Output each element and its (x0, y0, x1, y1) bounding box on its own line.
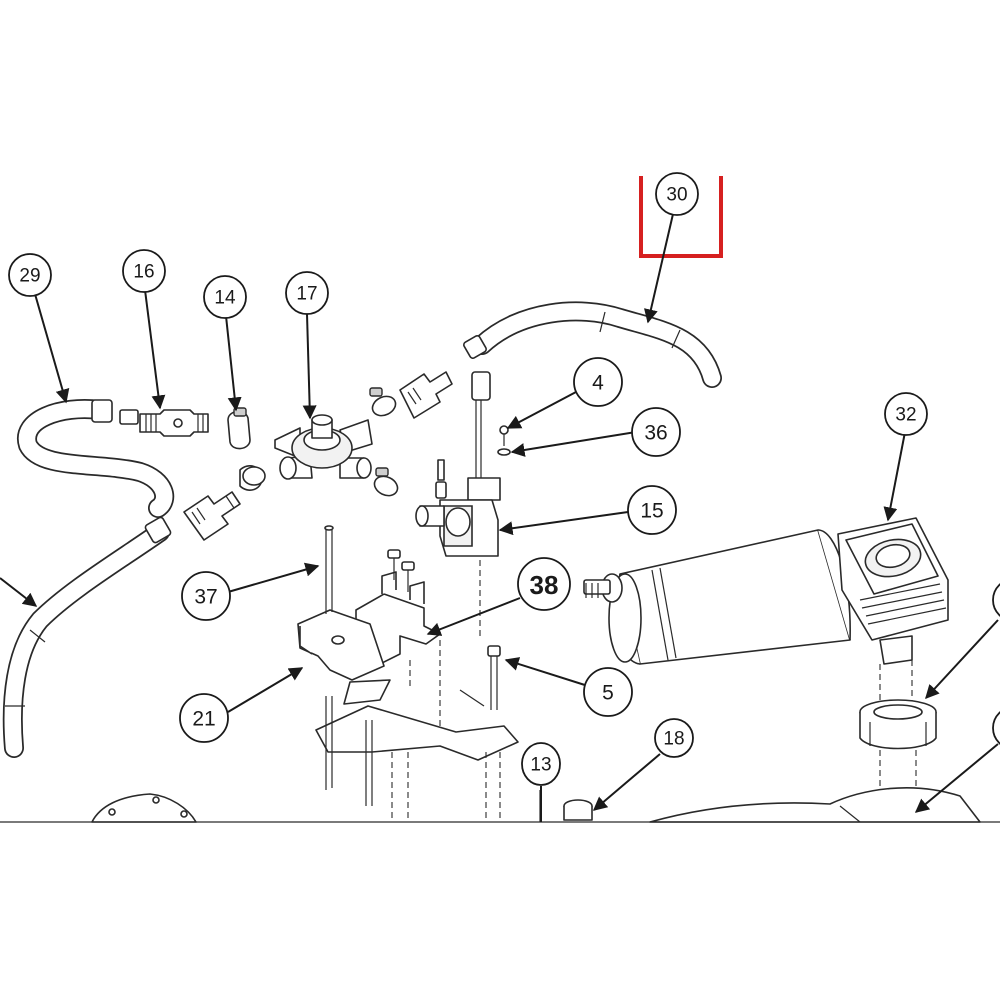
callout-30: 30 (655, 172, 699, 216)
svg-text:32: 32 (895, 405, 916, 426)
hose-29 (17, 399, 175, 518)
callout-partial-right-upper (992, 583, 1000, 617)
svg-text:38: 38 (530, 570, 559, 600)
clamp-14 (227, 407, 251, 450)
callout-5: 5 (583, 667, 633, 717)
leader-lines (0, 213, 999, 822)
washer-36 (497, 448, 511, 456)
callout-15: 15 (627, 485, 677, 535)
fitting-16 (119, 409, 209, 437)
callout-32: 32 (884, 392, 928, 436)
callout-17: 17 (285, 271, 329, 315)
coupling-nut (859, 660, 937, 820)
callout-36: 36 (631, 407, 681, 457)
lower-housing-left (91, 793, 197, 823)
svg-text:17: 17 (296, 284, 317, 305)
solenoid-valve-15 (415, 371, 501, 557)
fitting-upper (399, 371, 453, 419)
callout-4: 4 (573, 357, 623, 407)
lower-tray-right (649, 787, 981, 823)
callout-21: 21 (179, 693, 229, 743)
callout-16: 16 (122, 249, 166, 293)
bolt-5 (487, 645, 501, 710)
svg-text:14: 14 (214, 288, 236, 309)
svg-text:21: 21 (192, 708, 215, 731)
cross-fitting-17 (274, 414, 373, 480)
rod-37 (324, 525, 334, 614)
callout-37: 37 (181, 571, 231, 621)
hose-30 (463, 301, 722, 388)
callout-29: 29 (8, 253, 52, 297)
callout-14: 14 (203, 275, 247, 319)
svg-text:29: 29 (19, 266, 40, 287)
svg-text:36: 36 (644, 422, 667, 445)
svg-text:30: 30 (666, 185, 687, 206)
highlight-bracket (639, 176, 723, 258)
svg-text:37: 37 (194, 586, 217, 609)
base-plate (315, 560, 519, 822)
hose-left-lower (2, 516, 172, 758)
callout-38: 38 (517, 557, 571, 611)
callout-partial-right-lower (992, 711, 1000, 745)
svg-text:13: 13 (530, 755, 551, 776)
svg-text:5: 5 (602, 682, 614, 705)
callout-13: 13 (521, 742, 561, 786)
svg-text:4: 4 (592, 372, 604, 395)
part-18 (563, 799, 593, 821)
gear-motor-32 (583, 517, 949, 665)
callout-18: 18 (654, 718, 694, 758)
screw-4 (499, 425, 509, 446)
hose-clamps (242, 387, 399, 497)
svg-text:18: 18 (663, 729, 684, 750)
svg-text:16: 16 (133, 262, 154, 283)
bracket-21 (297, 609, 391, 705)
svg-text:15: 15 (640, 500, 663, 523)
